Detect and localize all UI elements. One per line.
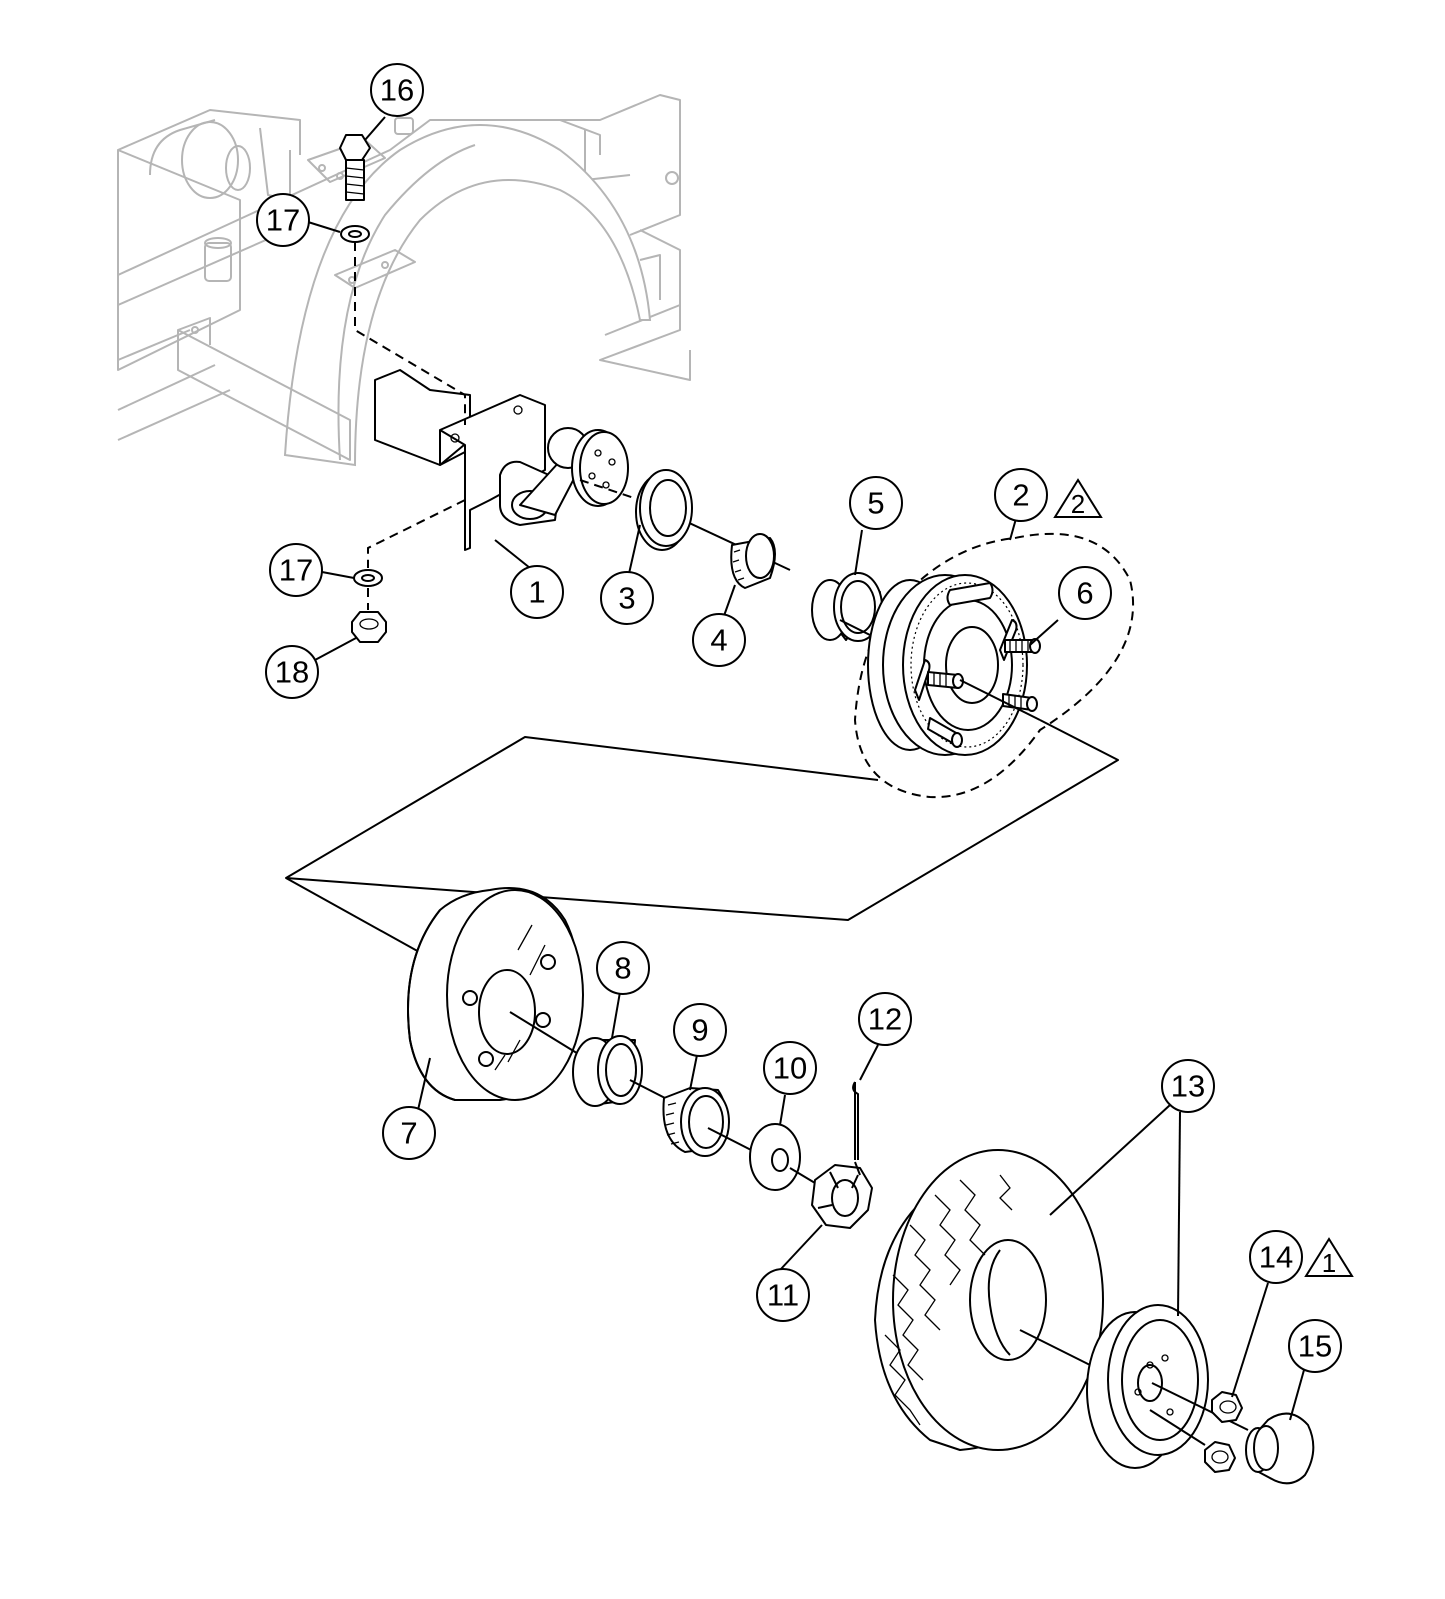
- callout-label-3: 3: [618, 581, 635, 616]
- callout-label-2: 2: [1012, 478, 1029, 513]
- callout-label-18: 18: [275, 655, 309, 690]
- callout-label-4: 4: [710, 623, 727, 658]
- callout-label-1: 1: [528, 575, 545, 610]
- callout-bubble-16: 16: [370, 63, 424, 117]
- callout-label-6: 6: [1076, 576, 1093, 611]
- callout-bubble-6: 6: [1058, 566, 1112, 620]
- spindle-bracket: [374, 369, 629, 551]
- callout-bubble-17-top: 17: [256, 193, 310, 247]
- revision-flag-label-2: 2: [1071, 489, 1085, 519]
- revision-flag-triangle-2: 2: [1053, 478, 1103, 519]
- brake-drum: [285, 877, 584, 1101]
- callout-label-17-top: 17: [266, 203, 300, 238]
- callout-bubble-3: 3: [600, 571, 654, 625]
- callout-label-14: 14: [1259, 1240, 1293, 1275]
- callout-bubble-7: 7: [382, 1106, 436, 1160]
- hub-drum-assembly: [285, 532, 1135, 921]
- callout-bubble-5: 5: [849, 476, 903, 530]
- callout-bubble-18: 18: [265, 645, 319, 699]
- callout-bubble-13: 13: [1161, 1059, 1215, 1113]
- leader-lines: [307, 116, 1305, 1421]
- bolt-and-washers: [339, 134, 641, 643]
- callout-label-13: 13: [1171, 1069, 1205, 1104]
- callout-label-11: 11: [767, 1278, 799, 1313]
- callout-bubble-11: 11: [756, 1268, 810, 1322]
- callout-label-9: 9: [691, 1013, 708, 1048]
- lower-bearings-and-retainers: [572, 1035, 873, 1229]
- revision-flag-label-1: 1: [1322, 1248, 1336, 1278]
- callout-bubble-1: 1: [510, 565, 564, 619]
- wheel-tire-assembly: [874, 1149, 1315, 1485]
- callout-bubble-12: 12: [858, 992, 912, 1046]
- callout-bubble-10: 10: [763, 1041, 817, 1095]
- callout-label-15: 15: [1298, 1329, 1332, 1364]
- callout-bubble-2: 2: [994, 468, 1048, 522]
- callout-label-17-bottom: 17: [279, 553, 313, 588]
- callout-bubble-8: 8: [596, 941, 650, 995]
- callout-label-12: 12: [868, 1002, 902, 1037]
- callout-bubble-14: 14: [1249, 1230, 1303, 1284]
- callout-bubble-15: 15: [1288, 1319, 1342, 1373]
- callout-label-7: 7: [400, 1116, 417, 1151]
- callout-bubble-9: 9: [673, 1003, 727, 1057]
- callout-label-10: 10: [773, 1051, 807, 1086]
- revision-flag-triangle-1: 1: [1304, 1237, 1354, 1278]
- callout-bubble-17-bottom: 17: [269, 543, 323, 597]
- callout-bubble-4: 4: [692, 613, 746, 667]
- seal-and-bearings-upper: [635, 469, 891, 646]
- callout-label-16: 16: [380, 73, 414, 108]
- callout-label-8: 8: [614, 951, 631, 986]
- callout-label-5: 5: [867, 486, 884, 521]
